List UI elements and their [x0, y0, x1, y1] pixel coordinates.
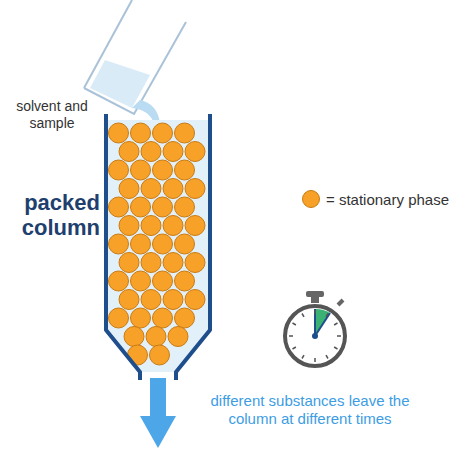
stationary-bead: [131, 123, 151, 143]
column-label: packed column: [2, 190, 100, 240]
stationary-bead: [141, 290, 161, 310]
column-outline: [106, 114, 210, 380]
stationary-bead: [175, 160, 195, 180]
stationary-bead: [163, 142, 183, 162]
stationary-bead: [153, 308, 173, 328]
beaker: [84, 0, 186, 114]
sample-label: solvent and sample: [2, 98, 102, 132]
stationary-bead: [141, 253, 161, 273]
legend-item: = stationary phase: [302, 190, 449, 208]
stationary-bead: [175, 271, 195, 291]
stationary-bead: [109, 308, 129, 328]
stationary-bead: [163, 179, 183, 199]
stationary-bead: [119, 253, 139, 273]
stationary-beads: [109, 123, 206, 365]
stationary-bead: [124, 327, 144, 347]
stationary-bead: [131, 197, 151, 217]
stationary-bead: [109, 197, 129, 217]
stationary-bead: [141, 142, 161, 162]
column-fill: [106, 120, 210, 372]
stationary-bead: [153, 271, 173, 291]
stationary-bead: [131, 271, 151, 291]
stationary-bead: [141, 216, 161, 236]
stationary-bead: [163, 290, 183, 310]
stationary-bead: [146, 327, 166, 347]
stationary-bead: [131, 160, 151, 180]
output-note: different substances leave the column at…: [192, 392, 428, 428]
legend-swatch: [302, 190, 320, 208]
stationary-bead: [119, 216, 139, 236]
stationary-bead: [119, 142, 139, 162]
stationary-bead: [153, 197, 173, 217]
stationary-bead: [185, 142, 205, 162]
stationary-bead: [175, 197, 195, 217]
stationary-bead: [163, 253, 183, 273]
stationary-bead: [185, 216, 205, 236]
stationary-bead: [131, 234, 151, 254]
stationary-bead: [185, 179, 205, 199]
stationary-bead: [175, 308, 195, 328]
stationary-bead: [119, 179, 139, 199]
stationary-bead: [153, 234, 173, 254]
stopwatch: [285, 291, 345, 366]
stationary-bead: [175, 234, 195, 254]
stationary-bead: [153, 123, 173, 143]
stationary-bead: [175, 123, 195, 143]
stationary-bead: [185, 253, 205, 273]
stationary-bead: [119, 290, 139, 310]
stationary-bead: [131, 308, 151, 328]
stationary-bead: [109, 160, 129, 180]
stationary-bead: [150, 345, 170, 365]
legend-text: = stationary phase: [326, 191, 449, 208]
stationary-bead: [153, 160, 173, 180]
stationary-bead: [168, 327, 188, 347]
stationary-bead: [163, 216, 183, 236]
stationary-bead: [109, 234, 129, 254]
stationary-bead: [141, 179, 161, 199]
outflow-arrow: [140, 378, 176, 448]
stationary-bead: [109, 271, 129, 291]
stationary-bead: [109, 123, 129, 143]
stationary-bead: [185, 290, 205, 310]
